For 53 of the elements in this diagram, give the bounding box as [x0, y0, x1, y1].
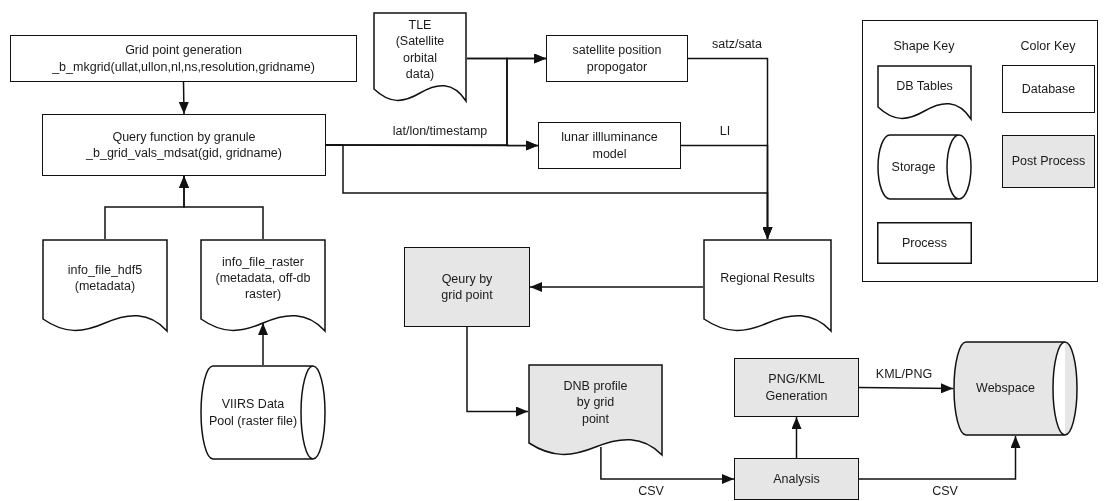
node-text: info_file_hdf5 (metadata) — [66, 261, 144, 295]
arrow — [466, 326, 529, 417]
arrow — [179, 175, 264, 240]
node-text: TLE (Satellite orbital data) — [394, 17, 446, 82]
node-text: info_file_raster (metadata, off-db raster) — [214, 253, 312, 303]
document-shape — [528, 364, 663, 459]
process-box — [734, 458, 859, 500]
document-shape — [42, 239, 168, 335]
process-box — [546, 35, 688, 82]
legend-text: DB Tables — [896, 77, 953, 95]
process-box — [734, 358, 859, 417]
node-text: lunar illluminance model — [560, 129, 659, 162]
node-text: Webspace — [976, 380, 1035, 397]
edge-label: LI — [717, 124, 733, 138]
arrow — [258, 322, 268, 366]
legend-text: Process — [901, 234, 948, 252]
node-text: _b_mkgrid(ullat,ullon,nl,ns,resolution,gridname) — [52, 58, 315, 75]
arrow — [858, 435, 1021, 480]
edge-label: CSV — [636, 484, 666, 498]
legend-text: Storage — [891, 158, 936, 176]
storage-cylinder — [953, 341, 1078, 436]
arrow — [680, 144, 773, 240]
edge-label: CSV — [930, 484, 960, 498]
document-shape — [200, 239, 326, 335]
node-text: DNB profile by grid point — [562, 378, 629, 427]
document-shape — [703, 239, 832, 335]
process-box — [538, 122, 681, 169]
document-shape — [373, 12, 467, 105]
node-text: Regional Results — [720, 269, 815, 287]
node-text: satellite position propogator — [571, 42, 663, 75]
node-text: Query function by granule — [112, 128, 256, 145]
node-text: Grid point generation — [125, 42, 242, 59]
arrow — [529, 282, 704, 292]
process-box — [404, 247, 530, 327]
node-text: _b_grid_vals_mdsat(gid, gridname) — [86, 145, 282, 162]
arrow — [600, 446, 735, 484]
node-text: Analysis — [773, 470, 820, 488]
arrow — [858, 383, 954, 394]
legend-heading: Color Key — [1020, 39, 1076, 53]
edge-label: lat/lon/timestamp — [390, 124, 490, 138]
arrow — [791, 416, 802, 459]
legend-heading: Shape Key — [893, 39, 955, 53]
process-box — [10, 35, 357, 82]
edge-label: satz/sata — [710, 37, 764, 51]
node-text: Qeury by grid point — [440, 270, 494, 304]
arrow — [178, 81, 189, 115]
edge-label: KML/PNG — [873, 367, 935, 381]
node-text: VIIRS Data Pool (raster file) — [208, 396, 298, 429]
legend-text: Database — [1021, 80, 1076, 98]
node-text: PNG/KML Generation — [764, 371, 829, 404]
storage-cylinder — [200, 365, 326, 460]
legend-text: Post Process — [1011, 153, 1086, 170]
process-box — [42, 114, 326, 176]
